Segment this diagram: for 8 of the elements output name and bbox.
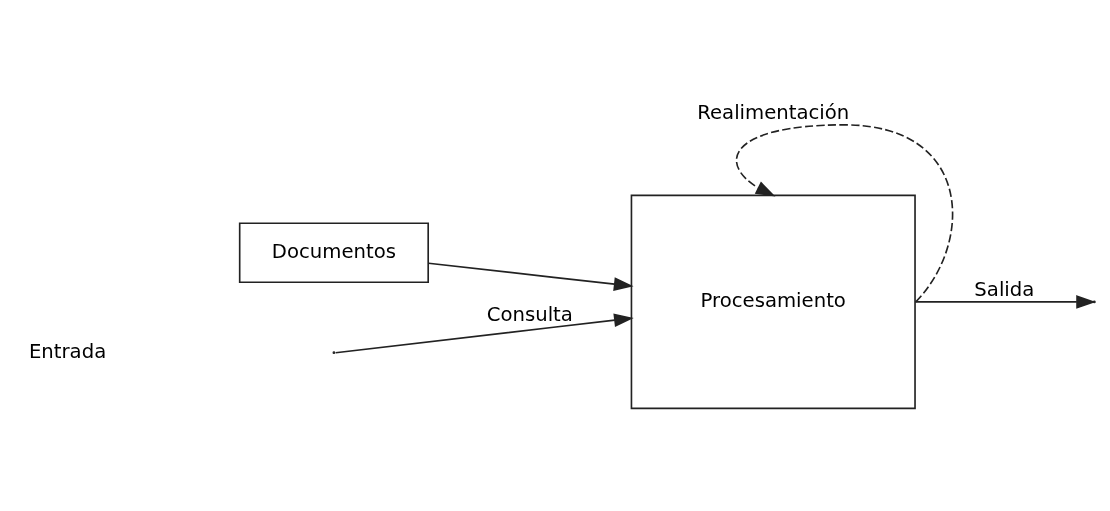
edge-label: Salida (974, 277, 1035, 301)
node-box: Procesamiento (630, 194, 916, 409)
label: Entrada (28, 339, 107, 363)
edge-label: Consulta (486, 302, 573, 326)
edge-label: Realimentación (697, 100, 850, 124)
node-box: Documentos (238, 221, 429, 283)
arrow (427, 261, 634, 291)
arrow (334, 312, 634, 353)
